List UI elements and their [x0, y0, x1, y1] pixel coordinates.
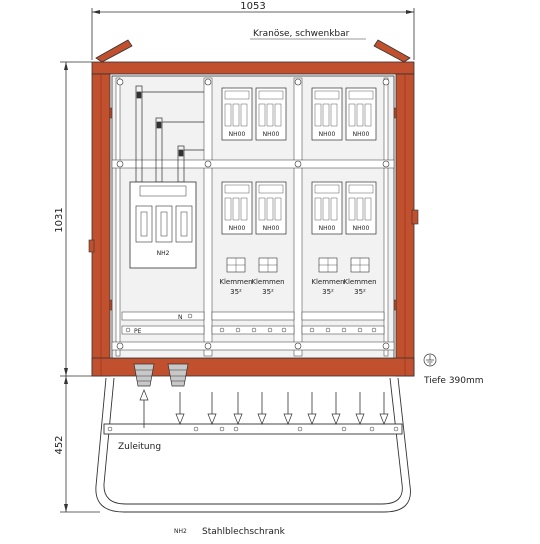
fuse-label: NH00: [263, 131, 280, 138]
nh00-fuse-base: NH00: [255, 87, 287, 141]
base-frame: [95, 377, 411, 513]
cabinet-height-value: 1031: [54, 207, 65, 232]
arrow-down-icon: [307, 392, 317, 425]
arrow-down-icon: [355, 392, 365, 425]
crane-eye-right: [373, 39, 411, 63]
nh00-fuse-base: NH00: [345, 87, 377, 141]
arrow-down-icon: [283, 392, 293, 425]
arrow-down-icon: [233, 392, 243, 425]
height-dimension-cabinet: 1031: [54, 61, 92, 377]
terminal-label: Klemmen: [251, 278, 284, 286]
terminal-block: Klemmen 35²: [311, 257, 345, 296]
output-arrows: [175, 392, 389, 425]
terminal-size: 35²: [322, 288, 334, 296]
width-dimension: 1053: [91, 1, 415, 60]
terminal-label: Klemmen: [219, 278, 252, 286]
height-dimension-base: 452: [54, 376, 100, 513]
feed-in-label: Zuleitung: [118, 442, 161, 452]
arrow-down-icon: [331, 392, 341, 425]
arrow-down-icon: [175, 392, 185, 425]
crane-eye-label: Kranöse, schwenkbar: [253, 29, 350, 39]
pe-label: PE: [134, 328, 142, 335]
nh00-fuse-base: NH00: [311, 181, 343, 235]
n-label: N: [178, 314, 183, 321]
terminal-groups: Klemmen 35² Klemmen 35² Klemmen 35² Klemmen 35²: [219, 257, 377, 296]
terminal-size: 35²: [354, 288, 366, 296]
caption-code: NH2: [174, 528, 187, 535]
fuse-label: NH00: [319, 131, 336, 138]
terminal-label: Klemmen: [343, 278, 376, 286]
nh00-fuse-base: NH00: [311, 87, 343, 141]
nh00-fuse-base: NH00: [345, 181, 377, 235]
main-fuse-label: NH2: [157, 250, 170, 257]
fuse-label: NH00: [319, 225, 336, 232]
nh00-fuse-base: NH00: [221, 181, 253, 235]
terminal-size: 35²: [230, 288, 242, 296]
depth-label: Tiefe 390mm: [423, 376, 484, 386]
arrow-down-icon: [257, 392, 267, 425]
arrow-up-icon: [139, 389, 149, 428]
crane-eye-left: [95, 39, 133, 63]
pe-n-bar: PE N: [121, 311, 385, 335]
fuse-label: NH00: [353, 131, 370, 138]
screws: [116, 78, 390, 350]
fuse-label: NH00: [353, 225, 370, 232]
arrow-down-icon: [207, 392, 217, 425]
rail-screws: [107, 426, 399, 432]
cable-glands: [133, 363, 189, 387]
width-value: 1053: [240, 1, 265, 12]
terminal-block: Klemmen 35²: [219, 257, 253, 296]
terminal-block: Klemmen 35²: [343, 257, 377, 296]
main-fuse-nh2: NH2: [129, 181, 197, 269]
terminal-label: Klemmen: [311, 278, 344, 286]
terminal-size: 35²: [262, 288, 274, 296]
nh00-fuse-base: NH00: [221, 87, 253, 141]
terminal-block: Klemmen 35²: [251, 257, 285, 296]
nh00-fuse-base: NH00: [255, 181, 287, 235]
caption: NH2 Stahlblechschrank: [174, 527, 286, 537]
fuse-label: NH00: [263, 225, 280, 232]
fuse-label: NH00: [229, 131, 246, 138]
arrow-down-icon: [379, 392, 389, 425]
fuse-label: NH00: [229, 225, 246, 232]
mounting-rails: [111, 77, 395, 357]
base-height-value: 452: [54, 435, 65, 454]
caption-text: Stahlblechschrank: [202, 527, 286, 537]
ground-symbol-icon: [423, 353, 437, 367]
